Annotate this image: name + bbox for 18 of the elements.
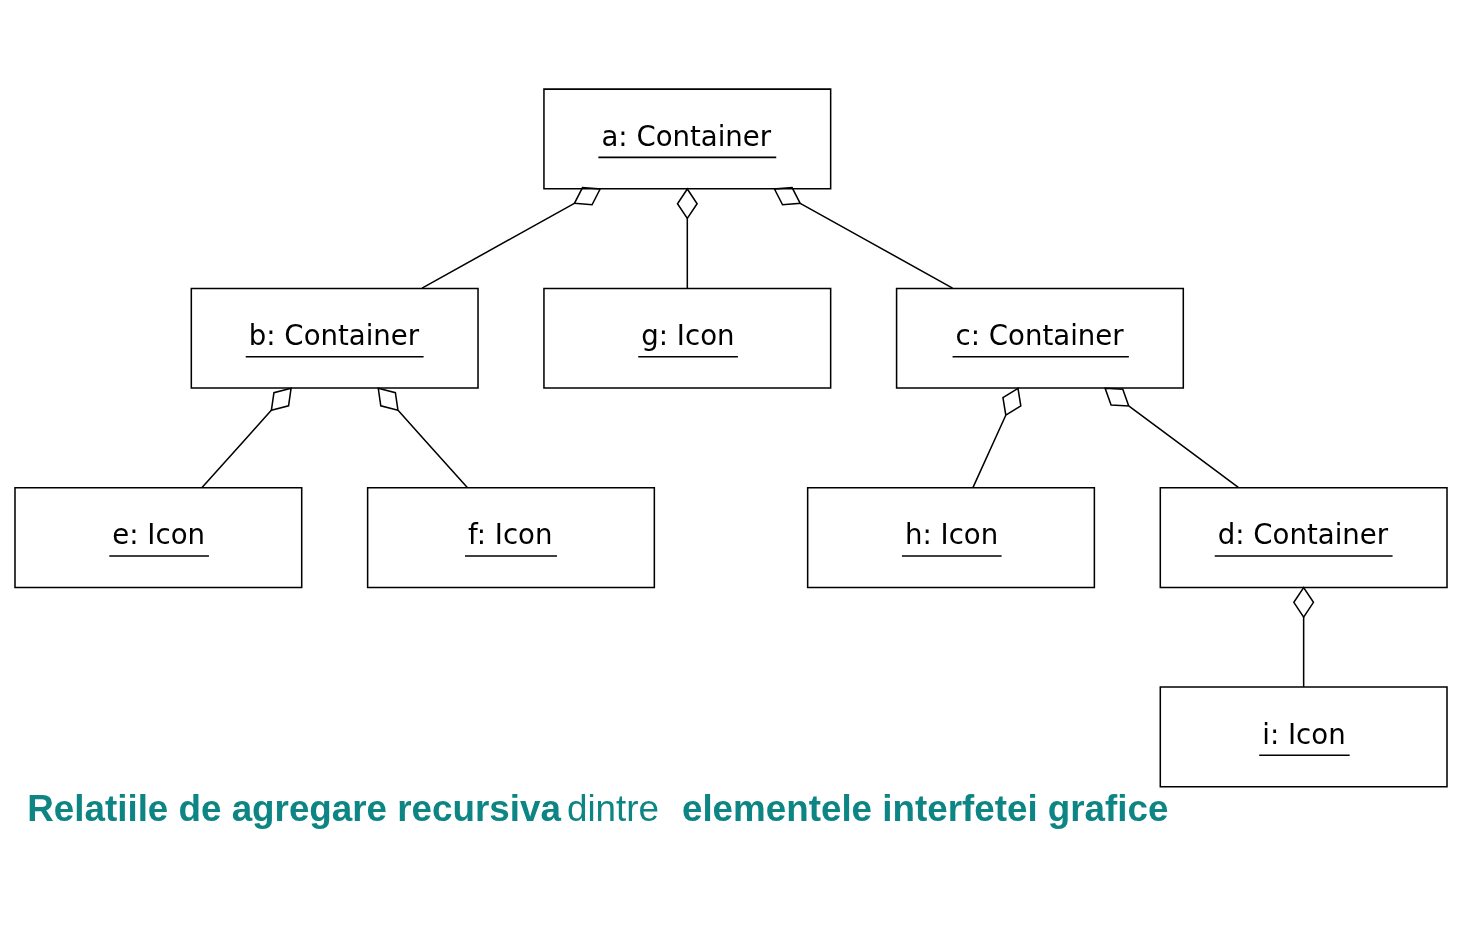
node-box: b: Container xyxy=(190,287,479,389)
connector xyxy=(1104,387,1240,489)
node-box: i: Icon xyxy=(1159,686,1448,788)
connector xyxy=(377,387,469,489)
connector xyxy=(972,387,1022,489)
node-box: g: Icon xyxy=(543,287,832,389)
connector xyxy=(201,387,292,489)
connector xyxy=(773,186,954,289)
node-box: c: Container xyxy=(895,287,1185,389)
connector xyxy=(676,187,699,289)
connector xyxy=(1292,586,1315,688)
node-box: a: Container xyxy=(543,88,832,190)
node-box: h: Icon xyxy=(806,487,1096,589)
node-box: f: Icon xyxy=(366,487,656,589)
node-box: e: Icon xyxy=(14,487,303,589)
connector xyxy=(421,186,602,289)
node-box: d: Container xyxy=(1159,487,1448,589)
caption: Relatiile de agregare recursiva dintre elementele interfetei grafice xyxy=(27,787,1169,829)
